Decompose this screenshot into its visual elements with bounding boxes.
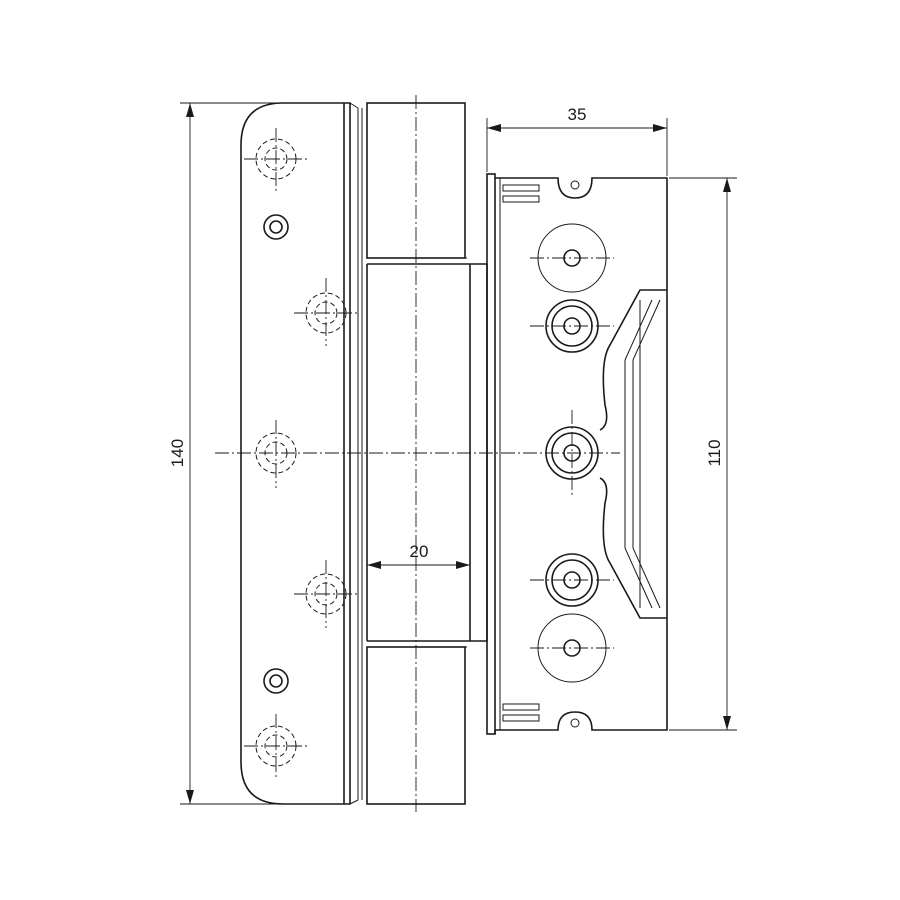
dimension-140-label: 140: [168, 439, 187, 467]
dimension-110-label: 110: [705, 439, 724, 466]
torx-screw-4: [294, 560, 358, 628]
dimension-140: 140: [168, 102, 283, 805]
dimension-110: 110: [669, 177, 737, 731]
leaf-plate: [240, 102, 363, 805]
mounting-body: [486, 173, 668, 735]
body-screw-5: [530, 613, 614, 683]
dimension-20: 20: [367, 542, 470, 569]
barrel: [366, 95, 488, 812]
torx-screw-5: [244, 714, 310, 780]
dimension-35-label: 35: [568, 105, 587, 124]
dimension-20-label: 20: [410, 542, 429, 561]
body-screw-2: [530, 299, 614, 353]
body-screw-4: [530, 553, 614, 607]
small-screw-hole-1: [263, 214, 289, 240]
torx-screw-2: [294, 278, 358, 346]
body-screw-1: [530, 223, 614, 293]
torx-screw-1: [244, 128, 310, 192]
torx-screw-3: [255, 420, 297, 488]
dimension-35: 35: [486, 105, 668, 176]
small-screw-hole-2: [263, 668, 289, 694]
